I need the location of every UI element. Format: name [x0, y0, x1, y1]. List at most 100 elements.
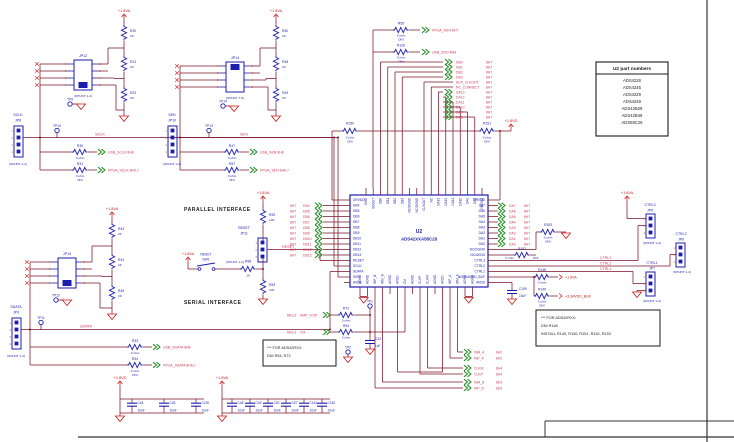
resistor-ref: R50: [282, 29, 288, 33]
offpage-net-label: CLKM: [474, 366, 484, 370]
header-pin-pad: [678, 259, 683, 264]
pin-label: AGND: [411, 274, 415, 284]
dni-flag: DNI: [77, 178, 82, 182]
net-label: SDATA: [80, 325, 93, 329]
pin-label: DA2: [479, 231, 486, 235]
offpage-net-label: CLKP: [474, 372, 484, 376]
jumper-header: [257, 237, 268, 263]
part-number: ADS4249: [623, 99, 642, 104]
ic-refdes: U2: [416, 229, 423, 235]
jumper-block: [225, 61, 245, 93]
pin-label: DB12: [353, 248, 361, 252]
resistor-value: 2K: [282, 34, 287, 38]
power-arrow-icon: [508, 123, 514, 128]
resistor-icon: [338, 328, 354, 336]
header-pin-pad: [260, 254, 265, 259]
resistor-icon: [272, 87, 280, 103]
offpage-arrow-icon: [444, 73, 453, 81]
resistor-ref: R48: [282, 60, 288, 64]
header-net-label: SEN: [168, 113, 176, 117]
sheet-ref: 8H3: [496, 380, 502, 384]
note-text: *** FOR ADS42RXX:: [541, 316, 576, 320]
junction-dot: [533, 276, 535, 278]
resistor-value: 0 ohm: [483, 136, 492, 140]
jumper-label: CTRL1: [646, 261, 657, 265]
offpage-arrow-icon: [444, 63, 453, 71]
note-box: [535, 309, 661, 347]
offpage-arrow-icon: [152, 361, 161, 369]
pin-label: DB5: [353, 209, 360, 213]
junction-x-icon: [174, 84, 180, 90]
testpoint-icon: [38, 319, 44, 326]
header-pin-pad: [260, 240, 265, 245]
junction-x-icon: [24, 266, 30, 272]
resistor-value: 2K: [130, 65, 135, 69]
note-box: [262, 339, 337, 367]
jumper-label: JP13: [63, 252, 71, 256]
pin-label: SDOUT: [371, 198, 375, 209]
header-pin-pad: [14, 320, 19, 325]
offpage-net-label: DA5: [509, 215, 516, 219]
sheet-ref: 8H7: [524, 242, 530, 246]
sheet-ref: 8H7: [524, 226, 530, 230]
gnd-icon: [631, 291, 643, 299]
jumper-header: [675, 242, 686, 268]
header-pin-pad: [14, 341, 19, 346]
switch-icon: [197, 267, 202, 271]
gnd-icon: [216, 415, 228, 423]
pin-number: 2: [11, 136, 13, 140]
header-pin-pad: [170, 142, 175, 147]
resistor-value: 2K: [118, 232, 123, 236]
resistor-ref: R126: [397, 44, 405, 48]
pin-label: AVDD: [476, 281, 486, 285]
resistor-value: 0 ohm: [131, 351, 140, 355]
cap-value: 10uF: [292, 409, 299, 413]
dni-flag: DNI: [398, 38, 403, 42]
pin-label: DB2: [393, 198, 397, 204]
resistor-value: 0 ohm: [131, 369, 140, 373]
jumper-label: CTRL2: [675, 232, 686, 236]
cap-ref: C159: [519, 287, 527, 291]
note-text: *** FOR ADS42RXX:: [267, 346, 302, 350]
pin-label: AVDD: [353, 281, 363, 285]
resistor-icon: [127, 343, 143, 351]
cap-value: 10uF: [238, 409, 245, 413]
offpage-net-label: DA9: [456, 110, 463, 114]
power-arrow-icon: [109, 211, 115, 216]
header-net-label: SCLK: [13, 113, 23, 117]
resistor-icon: [272, 25, 280, 41]
pin-label: GND: [364, 197, 368, 205]
sheet-ref: 8H7: [486, 75, 492, 79]
pin-label: SDATA: [353, 270, 364, 274]
sheet-ref: 8H7: [524, 237, 530, 241]
ic-part-number: ADS42XXA58C28: [401, 237, 438, 242]
dni-flag: DNI: [484, 140, 489, 144]
pin-number: 3: [165, 143, 167, 147]
resistor-ref: R30: [77, 144, 83, 148]
offpage-net-label: FPGA_SCLK 8H6,7: [108, 169, 139, 173]
resistor-ref: R33: [132, 339, 138, 343]
sheet-ref: 8H7: [486, 90, 492, 94]
switch-icon: [211, 267, 216, 271]
dni-flag: DNI: [545, 240, 550, 244]
cap-value: 10uF: [310, 409, 317, 413]
power-net-label: +1.8VD: [505, 119, 518, 123]
offpage-arrow-icon: [314, 246, 323, 253]
pin-label: NC/DGND: [470, 248, 486, 252]
resistor-icon: [393, 26, 409, 34]
cap-value: 1uF: [375, 344, 381, 348]
pin-label: DB10: [353, 237, 361, 241]
pin-number: 4: [11, 150, 13, 154]
offpage-net-label: DB12: [303, 248, 312, 252]
resistor-icon: [120, 25, 128, 41]
resistor-value: 10K: [269, 288, 275, 292]
pin-label: SCLK: [353, 264, 362, 268]
resistor-value: 10K: [269, 218, 275, 222]
resistor-icon: [342, 127, 358, 135]
resistor-ref: R45: [118, 289, 124, 293]
testpoint-label: TP9: [67, 98, 73, 102]
resistor-icon: [72, 166, 88, 174]
resistor-icon: [479, 127, 495, 135]
pin-label: DA10: [458, 198, 462, 206]
resistor-icon: [72, 148, 88, 156]
